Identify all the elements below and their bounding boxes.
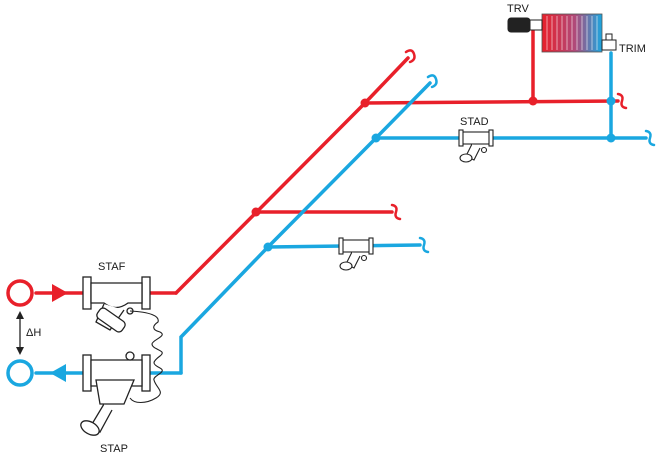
stad-valve-lower [338,237,374,271]
trim-valve: TRIM [601,33,646,55]
delta-h-indicator: ΔH [16,311,41,355]
stad-lower-flange-right [368,237,374,255]
stad-lower-flange-left [338,237,344,255]
return-junction-trim [606,96,616,106]
stad-lower-body [341,239,371,253]
supply-junction-lower [251,207,261,217]
stad-upper-port [480,146,488,154]
delta-h-arrow-up [16,311,24,319]
trim-label: TRIM [619,43,646,55]
stap-label: STAP [100,443,128,455]
stad-label: STAD [460,116,489,128]
junctions [251,96,616,252]
supply-junction-upper [360,98,370,108]
pipe-ends [390,49,656,254]
trv-head [507,17,531,33]
staf-flange-left [82,276,92,310]
trim-body [601,39,617,51]
trim-cap [605,33,613,41]
capillary-tube [129,310,163,404]
return-arrow [50,364,66,382]
supply-end-top [404,49,416,64]
stap-flange-right [141,354,151,392]
staf-valve: STAF [82,261,151,333]
stap-valve: STAP [80,351,151,455]
supply-arrow [52,284,68,302]
supply-riser [174,56,410,295]
trv-label: TRV [507,3,529,15]
return-junction-trim-bottom [606,133,616,143]
staf-label: STAF [98,261,126,273]
stap-knob [80,420,100,436]
return-junction-lower [263,242,273,252]
stap-top-port [125,351,135,361]
radiator-icon [541,13,603,53]
stap-diaphragm [95,379,135,405]
stad-upper-flange-right [488,129,494,147]
return-end-top [426,74,438,89]
delta-h-arrow-down [16,347,24,355]
supply-junction-trv [528,96,538,106]
staf-flange-right [141,276,151,310]
delta-h-label: ΔH [26,327,41,339]
stap-flange-left [82,354,92,392]
return-outlet [6,359,66,387]
return-junction-upper [371,133,381,143]
supply-pipes [34,25,620,295]
stad-lower-knob [339,261,353,271]
staf-body [90,282,143,309]
supply-end-lower [390,203,402,221]
trv-body [529,19,543,31]
supply-end-upper [616,92,628,110]
trv-valve: TRV [507,3,543,33]
staf-handwheel [96,307,126,333]
return-connection-circle [6,359,34,387]
stad-upper-flange-left [458,129,464,147]
supply-branch-upper [363,99,620,105]
radiator-fins [546,16,598,50]
stad-upper-knob [459,153,473,163]
return-end-lower [418,236,430,254]
stad-upper-body [461,131,491,145]
return-riser [179,81,432,375]
supply-connection-circle [6,279,34,307]
supply-inlet [6,279,68,307]
stad-lower-port [360,254,368,262]
return-end-upper [644,129,656,147]
stad-valve-upper: STAD [458,116,494,163]
